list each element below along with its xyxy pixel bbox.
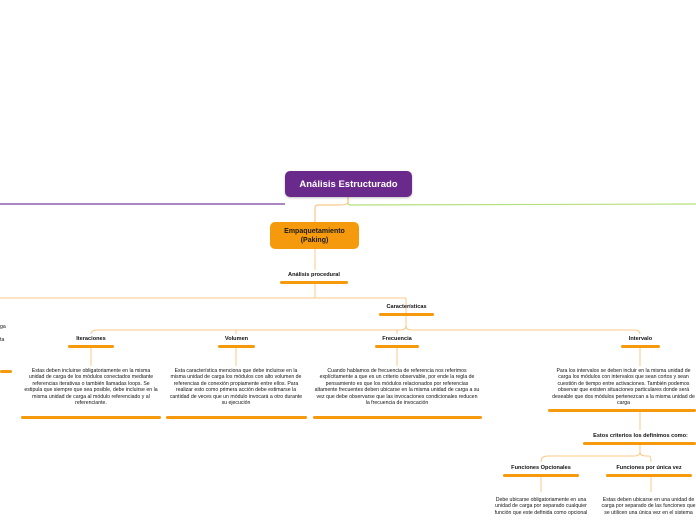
iteraciones-text-underline [21,416,161,419]
iteraciones-underline [68,345,114,348]
funciones-opcionales-underline [503,474,579,477]
left-fragment-1: ga [0,324,6,330]
frecuencia-label[interactable]: Frecuencia [382,336,412,342]
funciones-unica-text: Estas deben ubicarse en una unidad de ca… [601,497,696,516]
volumen-underline [218,345,255,348]
volumen-text: Esta característica menciona que debe in… [169,368,303,407]
funciones-opcionales-text: Debe ubicarse obligatoriamente en una un… [494,497,588,516]
left-fragment-2: ta [0,337,5,343]
main-topic-label: Empaquetamiento (Paking) [284,227,345,244]
procedural-label[interactable]: Análisis procedural [288,272,340,278]
frecuencia-text-underline [313,416,482,419]
funciones-opcionales-label[interactable]: Funciones Opcionales [511,465,571,471]
frecuencia-text: Cuando hablamos de frecuencia de referen… [314,368,480,407]
root-topic-label: Análisis Estructurado [299,178,398,190]
volumen-text-underline [166,416,307,419]
caracteristicas-underline [379,313,434,316]
frecuencia-underline [375,345,419,348]
main-topic-node[interactable]: Empaquetamiento (Paking) [270,222,359,249]
intervalo-text-underline [548,409,696,412]
intervalo-underline [621,345,660,348]
intervalo-text: Para los intervalos se deben incluir en … [552,368,695,407]
intervalo-label[interactable]: Intervalo [628,336,653,342]
procedural-underline [280,281,348,284]
funciones-unica-underline [606,474,692,477]
volumen-label[interactable]: Volumen [224,336,249,342]
iteraciones-label[interactable]: Iteraciones [76,336,106,342]
iteraciones-text: Estas deben incluirse obligatoriamente e… [24,368,158,407]
criterios-label[interactable]: Estos criterios los definimos como: [593,433,688,439]
root-topic-node[interactable]: Análisis Estructurado [285,171,412,197]
funciones-unica-label[interactable]: Funciones por única vez [616,465,682,471]
criterios-underline [583,442,696,445]
caracteristicas-label[interactable]: Características [386,304,427,310]
